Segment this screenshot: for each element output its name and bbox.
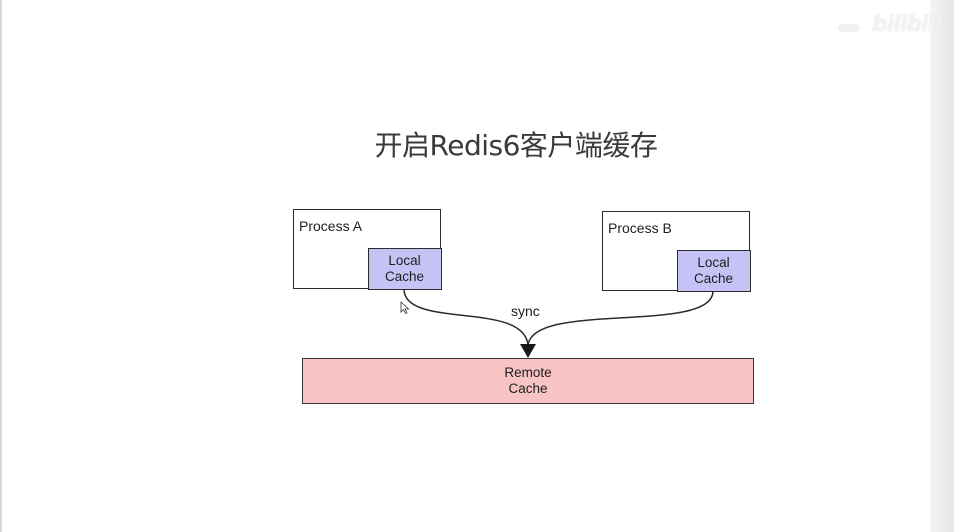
connector-a-to-remote (403, 288, 529, 348)
slide-title: 开启Redis6客户端缓存 (374, 129, 658, 162)
process-a-label: Process A (299, 218, 363, 234)
process-b-local-cache-line2: Cache (693, 270, 734, 286)
process-a-local-cache: Local Cache (367, 247, 442, 290)
mouse-cursor-icon (400, 301, 410, 315)
watermark-logo-mark (838, 24, 860, 32)
process-a-local-cache-line2: Cache (384, 268, 425, 284)
process-b-box: Process B Local Cache (602, 211, 751, 292)
connector-b-to-remote (527, 290, 714, 348)
process-a-box: Process A Local Cache (293, 209, 442, 290)
bilibili-watermark: bilibili (872, 12, 942, 37)
sync-arrowhead (520, 344, 536, 358)
remote-cache-line2: Cache (508, 381, 548, 396)
process-b-local-cache-line1: Local (697, 254, 730, 270)
process-b-label: Process B (608, 220, 672, 236)
slide-right-margin (930, 0, 954, 532)
sync-label: sync (511, 303, 540, 319)
remote-cache-box: Remote Cache (302, 358, 754, 404)
process-a-local-cache-line1: Local (388, 252, 421, 268)
process-b-local-cache: Local Cache (676, 249, 751, 292)
slide-left-edge (0, 0, 2, 532)
remote-cache-line1: Remote (504, 365, 552, 380)
